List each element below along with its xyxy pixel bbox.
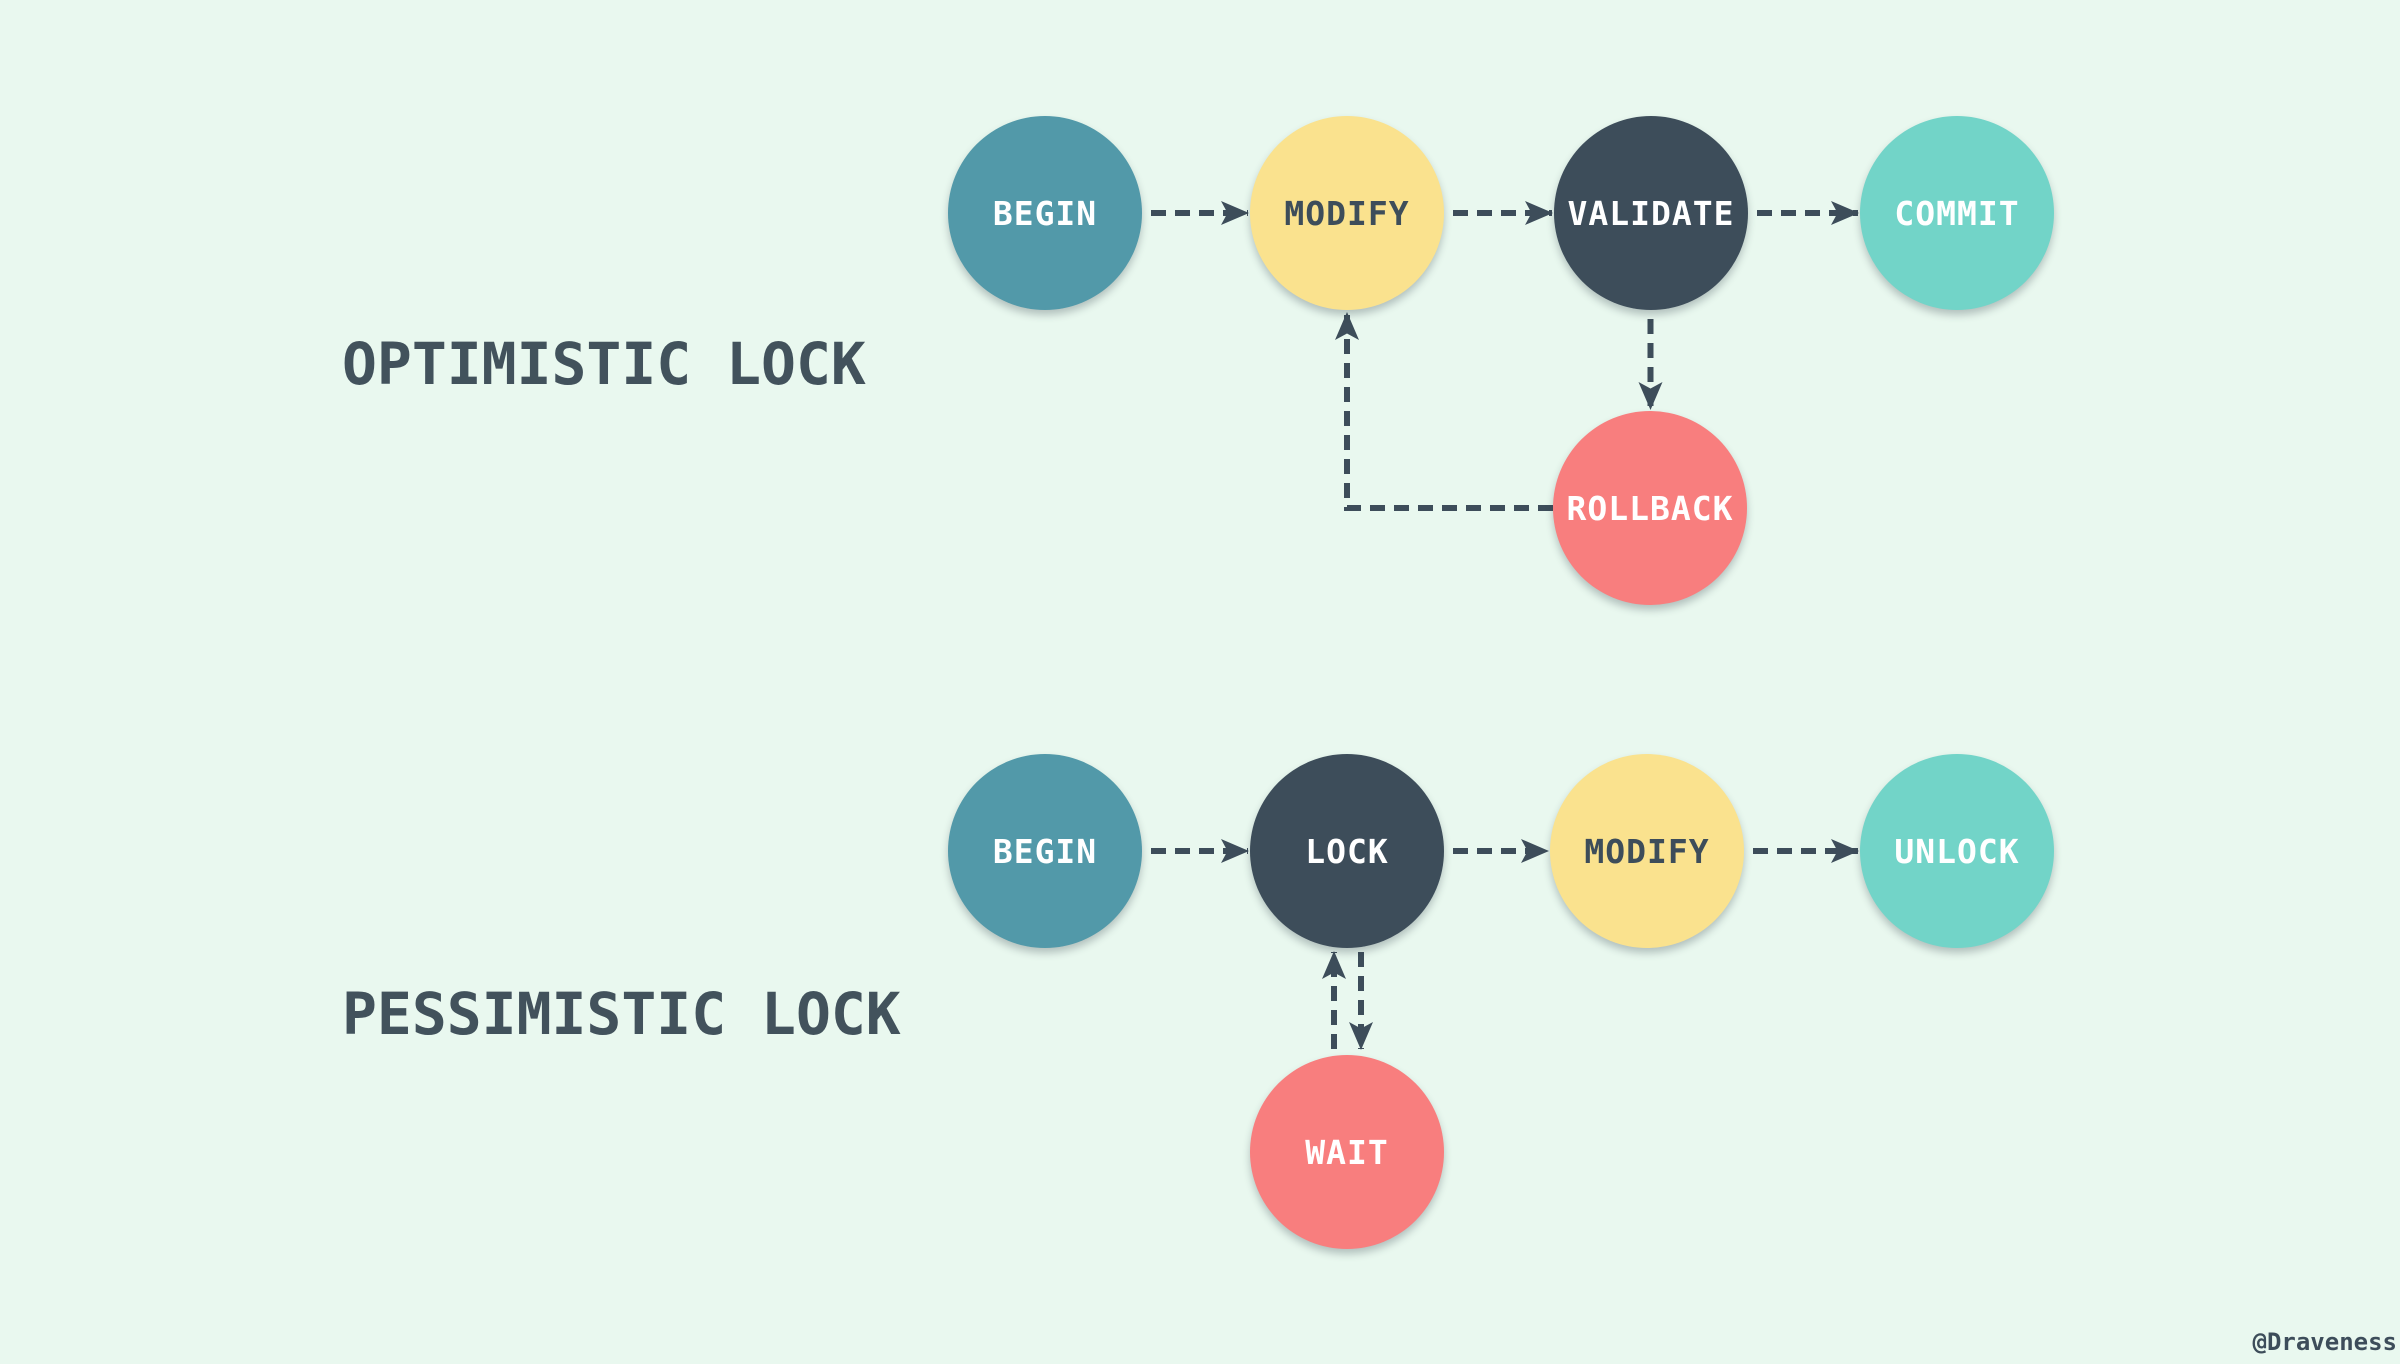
node-modify: MODIFY <box>1250 116 1444 310</box>
node-modify: MODIFY <box>1550 754 1744 948</box>
node-begin: BEGIN <box>948 116 1142 310</box>
node-commit: COMMIT <box>1860 116 2054 310</box>
node-wait: WAIT <box>1250 1055 1444 1249</box>
node-begin: BEGIN <box>948 754 1142 948</box>
node-rollback: ROLLBACK <box>1553 411 1747 605</box>
node-validate: VALIDATE <box>1554 116 1748 310</box>
pessimistic-lock-title: PESSIMISTIC LOCK <box>342 980 901 1048</box>
optimistic-lock-title: OPTIMISTIC LOCK <box>342 330 866 398</box>
watermark-credit: @Draveness <box>2252 1328 2398 1356</box>
node-lock: LOCK <box>1250 754 1444 948</box>
node-unlock: UNLOCK <box>1860 754 2054 948</box>
edge-rollback-to-modify <box>1335 312 1553 511</box>
